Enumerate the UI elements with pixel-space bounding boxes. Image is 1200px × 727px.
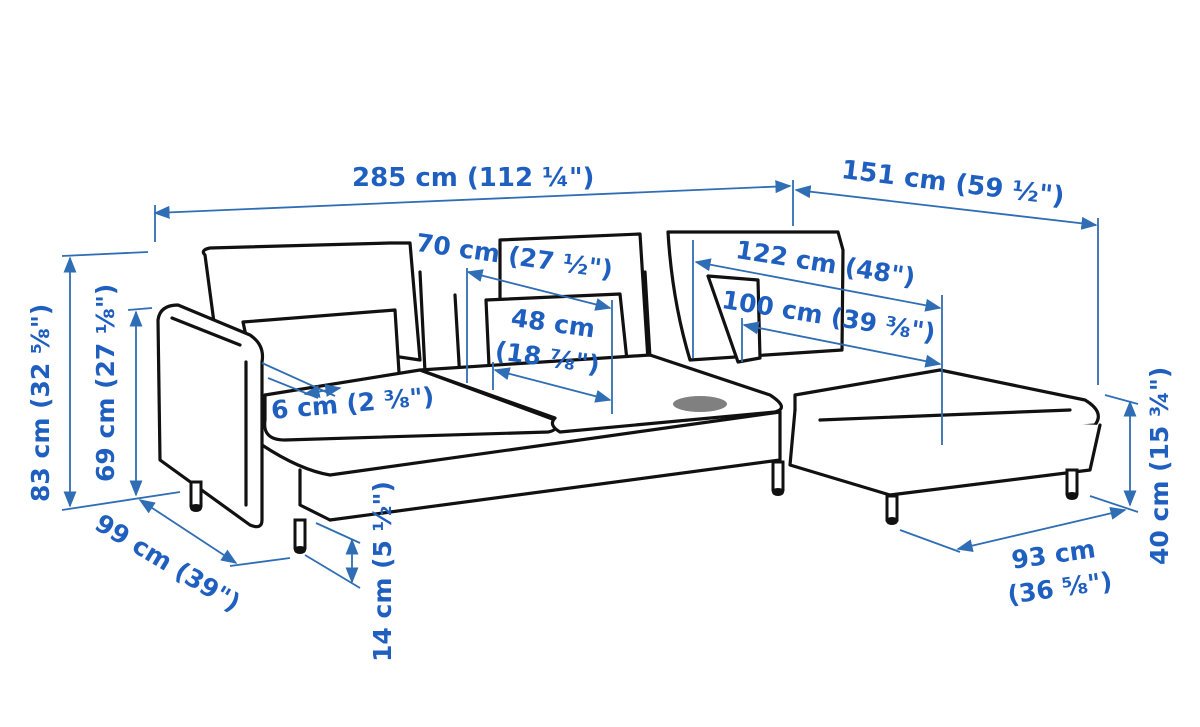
label-seat-height: 40 cm (15 ¾") [1145,366,1174,565]
label-leg-height: 14 cm (5 ½") [368,481,397,662]
dimension-lines [61,180,1139,589]
label-total-height: 83 cm (32 ⅝") [26,303,55,502]
label-armrest-height: 69 cm (27 ⅛") [91,283,120,482]
label-total-width: 285 cm (112 ¼") [352,163,595,193]
smudge-mark [673,396,727,412]
